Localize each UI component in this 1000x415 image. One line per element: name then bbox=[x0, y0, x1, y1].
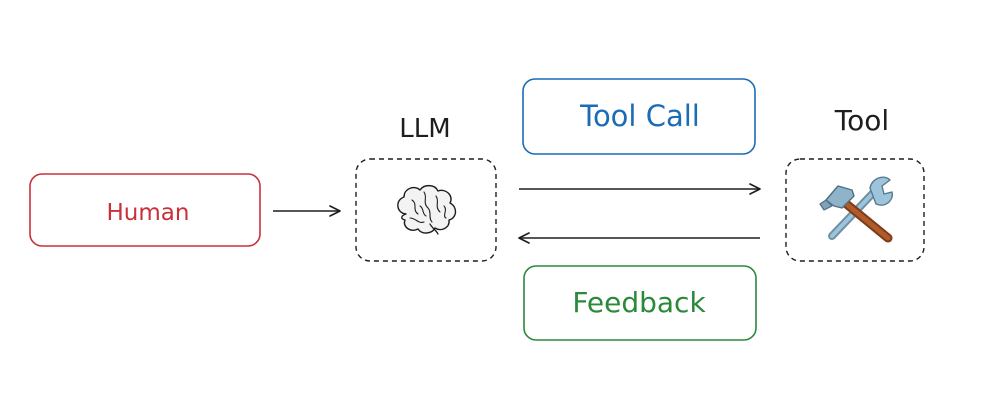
tool-call-label: Tool Call bbox=[579, 99, 700, 133]
hammer-and-wrench-icon bbox=[819, 176, 893, 243]
llm-box bbox=[355, 158, 497, 262]
tool-label: Tool bbox=[834, 104, 889, 137]
feedback-label: Feedback bbox=[572, 286, 706, 319]
tool-node bbox=[785, 158, 925, 262]
feedback-box bbox=[523, 265, 757, 341]
llm-label: LLM bbox=[399, 114, 450, 144]
brain-icon bbox=[397, 184, 457, 235]
tool-box bbox=[785, 158, 925, 262]
tool-call-node: Tool Call bbox=[522, 78, 756, 155]
human-node: Human bbox=[29, 173, 261, 247]
feedback-node: Feedback bbox=[523, 265, 757, 341]
tool-call-box bbox=[522, 78, 756, 155]
human-box bbox=[29, 173, 261, 247]
human-label: Human bbox=[107, 200, 190, 226]
llm-node bbox=[355, 158, 497, 262]
